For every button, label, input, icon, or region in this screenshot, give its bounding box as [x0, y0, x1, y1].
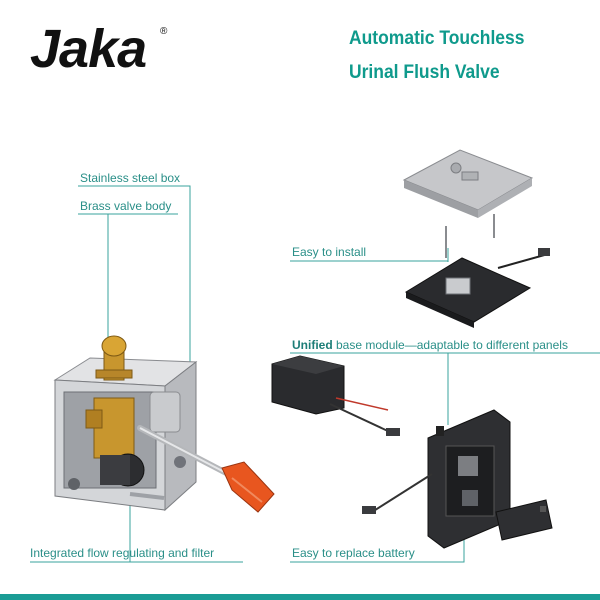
- cover-panel: [402, 149, 534, 218]
- leader-stainless-box: [78, 185, 191, 370]
- stainless-steel-box: [53, 335, 198, 512]
- label-unified-bold: Unified: [292, 338, 333, 352]
- battery-module: [271, 355, 400, 436]
- battery-cover: [495, 499, 553, 541]
- label-integrated-flow: Integrated flow regulating and filter: [30, 546, 215, 560]
- bottom-accent-bar: [0, 594, 600, 600]
- leader-battery: [290, 530, 465, 563]
- screwdriver: [129, 425, 275, 513]
- label-unified-module: Unified base module—adaptable to differe…: [292, 338, 568, 352]
- label-replace-battery: Easy to replace battery: [292, 546, 415, 560]
- leader-install: [290, 260, 449, 262]
- registered-mark: ®: [160, 26, 168, 37]
- mount-screws: [445, 214, 495, 258]
- label-stainless-box: Stainless steel box: [80, 171, 181, 185]
- product-title-line1: Automatic Touchless: [349, 28, 525, 49]
- brand-logo: Jaka: [30, 19, 147, 79]
- base-module: [404, 248, 550, 328]
- label-unified-rest: base module—adaptable to different panel…: [332, 338, 568, 352]
- mounting-plate: [362, 409, 511, 549]
- product-title-line2: Urinal Flush Valve: [349, 62, 500, 83]
- label-brass-valve: Brass valve body: [80, 199, 172, 213]
- leader-lines: [30, 185, 600, 563]
- label-easy-install: Easy to install: [292, 245, 367, 259]
